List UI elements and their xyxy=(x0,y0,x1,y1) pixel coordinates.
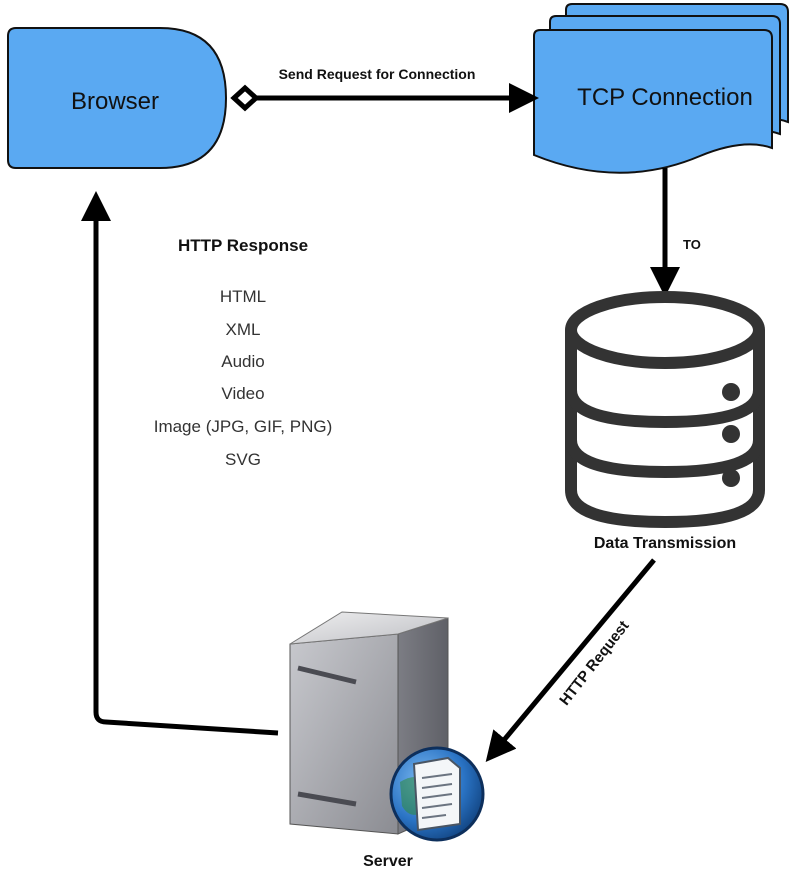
edge-to: TO xyxy=(650,168,701,297)
send-request-label: Send Request for Connection xyxy=(279,66,476,82)
response-type-item: HTML xyxy=(220,287,266,306)
data-transmission-label: Data Transmission xyxy=(594,535,736,552)
tcp-connection-label: TCP Connection xyxy=(577,84,753,111)
edge-http-request: HTTP Request xyxy=(485,558,656,762)
edge-send-request: Send Request for Connection xyxy=(230,66,539,113)
response-type-item: XML xyxy=(226,320,261,339)
response-type-item: Video xyxy=(221,384,264,403)
response-type-item: SVG xyxy=(225,450,261,469)
response-types-list: HTML XML Audio Video Image (JPG, GIF, PN… xyxy=(154,287,333,469)
response-type-item: Image (JPG, GIF, PNG) xyxy=(154,417,333,436)
browser-node[interactable]: Browser xyxy=(7,27,228,169)
edge-http-response xyxy=(81,191,279,736)
database-icon[interactable] xyxy=(565,291,765,529)
tcp-connection-node[interactable]: TCP Connection xyxy=(533,3,789,174)
to-label: TO xyxy=(683,237,701,252)
browser-label: Browser xyxy=(71,88,159,115)
response-type-item: Audio xyxy=(221,352,264,371)
document-icon xyxy=(389,746,485,842)
server-label: Server xyxy=(363,853,413,870)
http-response-label: HTTP Response xyxy=(178,236,308,255)
server-icon[interactable] xyxy=(289,611,485,842)
